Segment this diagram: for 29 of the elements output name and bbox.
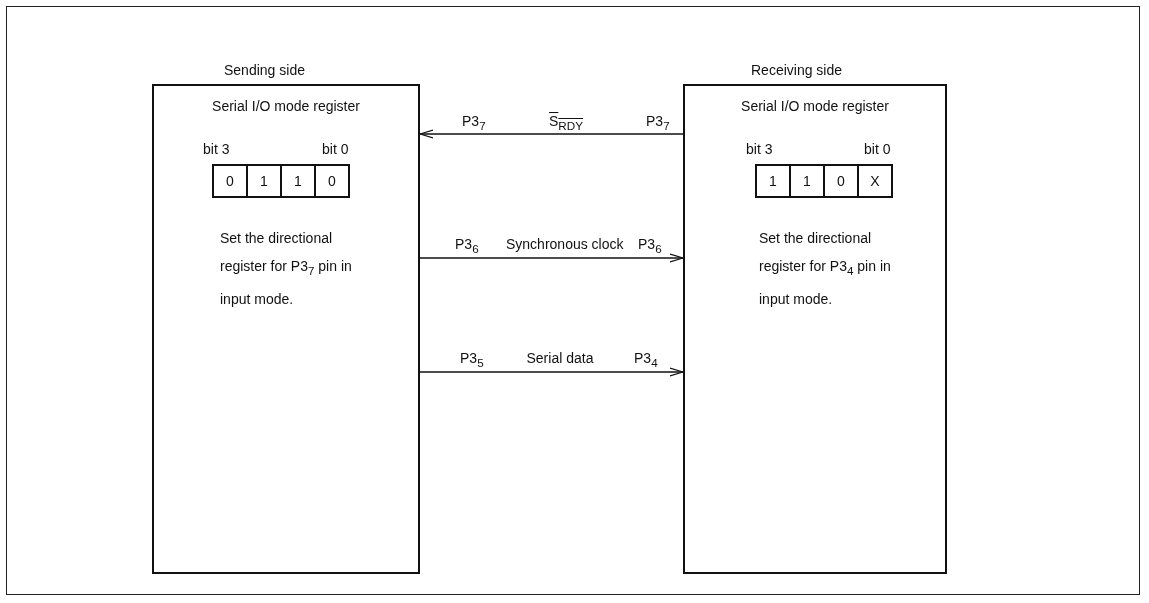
bit-label: bit 3 — [203, 141, 230, 157]
bit-cell: 1 — [280, 164, 316, 198]
pin-label: P3$_{6}$ — [455, 236, 479, 255]
pin-label: P3$_{4}$ — [634, 350, 658, 369]
bit-label: bit 0 — [322, 141, 349, 157]
pin-label: P3$_{5}$ — [460, 350, 484, 369]
pin-label: P3$_{7}$ — [646, 113, 670, 132]
edge-label: Synchronous clock — [503, 236, 627, 252]
bit-cell: 0 — [212, 164, 248, 198]
side-heading: Receiving side — [751, 62, 843, 78]
edge-label: S$_{RDY}$ — [546, 113, 586, 132]
pin-label: P3$_{7}$ — [462, 113, 486, 132]
note-text: Set the directional register for P3$_{7}$ pin in input mode. — [220, 229, 353, 309]
bit-cell: 0 — [823, 164, 859, 198]
bit-cell: 0 — [314, 164, 350, 198]
register-title: Serial I/O mode register — [211, 98, 361, 114]
signal-arrow — [419, 367, 684, 377]
bit-label: bit 3 — [746, 141, 773, 157]
bit-cell: 1 — [246, 164, 282, 198]
register-title: Serial I/O mode register — [740, 98, 890, 114]
bit-cell: 1 — [789, 164, 825, 198]
bit-cell: 1 — [755, 164, 791, 198]
signal-arrow — [419, 129, 684, 139]
pin-label: P3$_{6}$ — [638, 236, 662, 255]
side-heading: Sending side — [224, 62, 305, 78]
note-text: Set the directional register for P3$_{4}$ pin in input mode. — [759, 229, 892, 309]
bit-label: bit 0 — [864, 141, 891, 157]
signal-arrow — [419, 253, 684, 263]
bit-cell: X — [857, 164, 893, 198]
